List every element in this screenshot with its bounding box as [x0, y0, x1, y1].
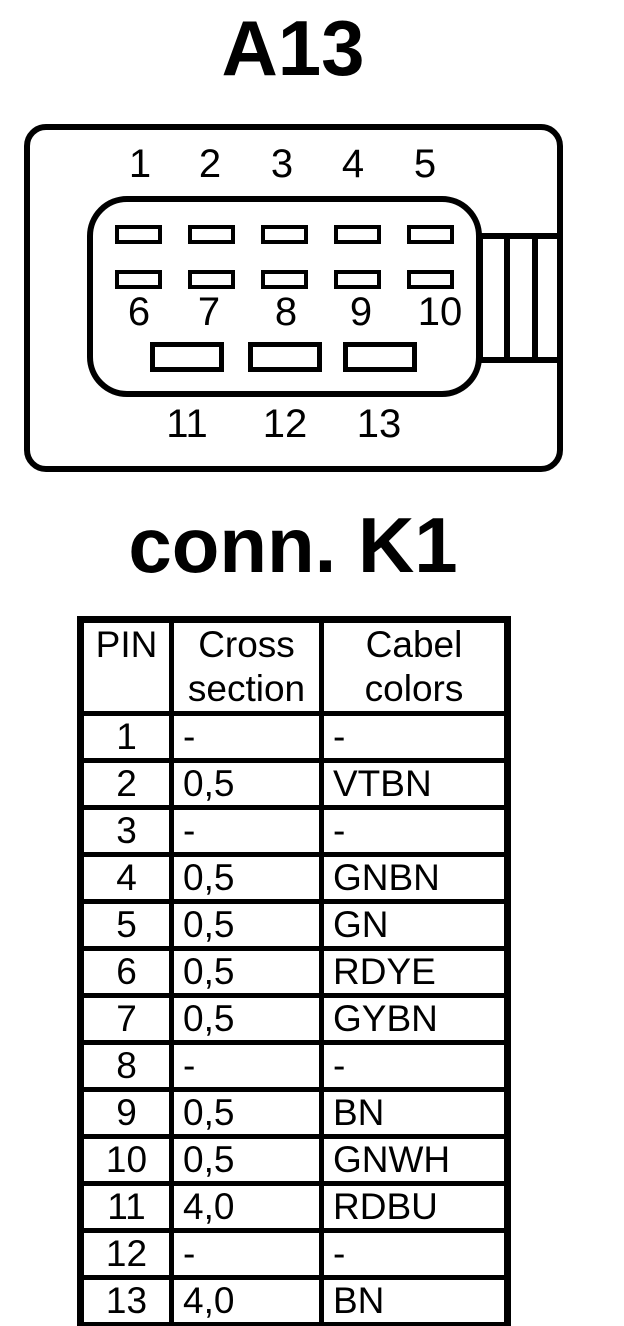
- table-row: 12--: [78, 1228, 510, 1280]
- pin-slot-1: [115, 225, 162, 244]
- cell-cross-section: 0,5: [169, 1087, 324, 1139]
- pin-slot-2: [188, 225, 235, 244]
- pin-slot-10: [407, 270, 454, 289]
- cell-cross-section: -: [169, 1040, 324, 1092]
- cell-pin: 2: [78, 758, 174, 810]
- cell-cross-section: 0,5: [169, 852, 324, 904]
- pin-slot-5: [407, 225, 454, 244]
- cell-pin: 12: [78, 1228, 174, 1280]
- cell-pin: 9: [78, 1087, 174, 1139]
- cell-cross-section: 0,5: [169, 1134, 324, 1186]
- cell-cross-section: -: [169, 711, 324, 763]
- pin-label-10: 10: [417, 290, 463, 334]
- pin-slot-13: [343, 342, 417, 372]
- table-title: conn. K1: [128, 501, 458, 589]
- cell-cable-color: GYBN: [319, 993, 510, 1045]
- cell-cable-color: -: [319, 805, 510, 857]
- pin-slot-7: [188, 270, 235, 289]
- pin-label-13: 13: [356, 402, 402, 446]
- table-header-row: PIN Cross section Cabel colors: [78, 617, 510, 716]
- cell-cable-color: RDYE: [319, 946, 510, 998]
- pin-slot-8: [261, 270, 308, 289]
- cell-cross-section: 0,5: [169, 758, 324, 810]
- table-row: 8--: [78, 1040, 510, 1092]
- cell-pin: 6: [78, 946, 174, 998]
- pin-label-5: 5: [413, 142, 437, 186]
- pin-label-12: 12: [262, 402, 308, 446]
- connector-latch: [477, 233, 563, 363]
- cell-cable-color: GNBN: [319, 852, 510, 904]
- pin-slot-9: [334, 270, 381, 289]
- cell-cable-color: GN: [319, 899, 510, 951]
- table-row: 1--: [78, 711, 510, 763]
- cell-cross-section: 4,0: [169, 1181, 324, 1233]
- latch-divider-line: [532, 239, 538, 357]
- cell-cross-section: 4,0: [169, 1275, 324, 1326]
- pin-label-8: 8: [274, 290, 298, 334]
- pin-label-11: 11: [166, 402, 208, 446]
- cell-cable-color: BN: [319, 1275, 510, 1326]
- cell-cable-color: RDBU: [319, 1181, 510, 1233]
- cell-pin: 7: [78, 993, 174, 1045]
- cell-pin: 4: [78, 852, 174, 904]
- pin-label-2: 2: [198, 142, 222, 186]
- cell-cable-color: -: [319, 711, 510, 763]
- cell-pin: 5: [78, 899, 174, 951]
- header-pin: PIN: [78, 617, 174, 716]
- header-cross-section: Cross section: [169, 617, 324, 716]
- header-cabel-colors: Cabel colors: [319, 617, 510, 716]
- pin-label-3: 3: [270, 142, 294, 186]
- pin-slot-4: [334, 225, 381, 244]
- cell-pin: 8: [78, 1040, 174, 1092]
- cell-cross-section: -: [169, 1228, 324, 1280]
- cell-cross-section: 0,5: [169, 946, 324, 998]
- cell-cable-color: -: [319, 1040, 510, 1092]
- pin-label-1: 1: [128, 142, 152, 186]
- table-row: 3--: [78, 805, 510, 857]
- pin-label-7: 7: [197, 290, 221, 334]
- pin-label-9: 9: [349, 290, 373, 334]
- cell-pin: 11: [78, 1181, 174, 1233]
- cell-cable-color: BN: [319, 1087, 510, 1139]
- cell-pin: 1: [78, 711, 174, 763]
- pin-slot-3: [261, 225, 308, 244]
- cell-pin: 13: [78, 1275, 174, 1326]
- cell-cross-section: -: [169, 805, 324, 857]
- cell-pin: 10: [78, 1134, 174, 1186]
- cell-cable-color: GNWH: [319, 1134, 510, 1186]
- pin-label-6: 6: [127, 290, 151, 334]
- latch-divider-line: [504, 239, 510, 357]
- connector-title: A13: [221, 4, 365, 92]
- cell-cross-section: 0,5: [169, 993, 324, 1045]
- pin-label-4: 4: [341, 142, 365, 186]
- cell-cable-color: VTBN: [319, 758, 510, 810]
- cell-pin: 3: [78, 805, 174, 857]
- pin-slot-12: [248, 342, 322, 372]
- pin-slot-6: [115, 270, 162, 289]
- pin-slot-11: [150, 342, 224, 372]
- cell-cross-section: 0,5: [169, 899, 324, 951]
- cell-cable-color: -: [319, 1228, 510, 1280]
